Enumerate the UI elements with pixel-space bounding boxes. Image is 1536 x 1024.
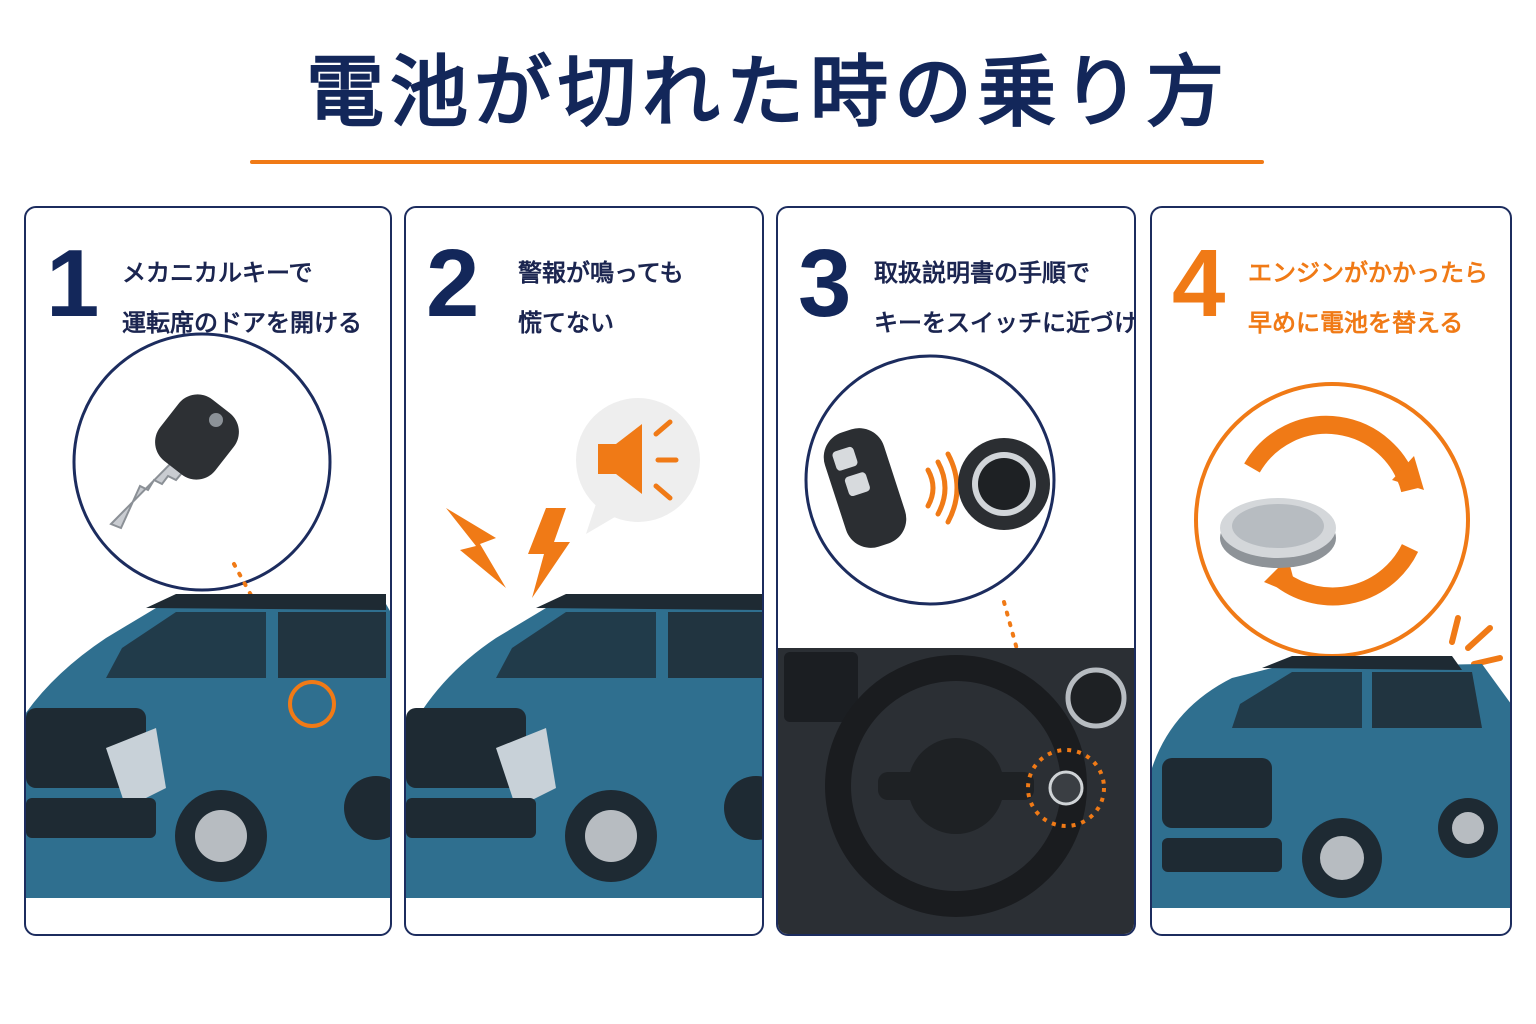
cycle-arrows-icon [1244, 415, 1424, 606]
step-line-1: メカニカルキーで [122, 259, 313, 287]
step-line-2: 早めに電池を替える [1248, 309, 1464, 337]
page-title: 電池が切れた時の乗り方 [305, 48, 1230, 138]
step-number: 4 [1172, 230, 1226, 337]
step-instruction: メカニカルキーで 運転席のドアを開ける [122, 248, 362, 348]
lightning-icon [528, 508, 570, 598]
step-instruction: エンジンがかかったら 早めに電池を替える [1248, 248, 1488, 348]
step-4-illustration [1152, 382, 1510, 908]
step-line-1: 警報が鳴っても [518, 259, 684, 287]
coin-battery-icon [1220, 498, 1336, 568]
step-line-1: エンジンがかかったら [1248, 259, 1488, 287]
car-illustration [1152, 656, 1510, 908]
start-button-icon [958, 438, 1050, 530]
step-panel-2: 2 警報が鳴っても 慌てない [404, 206, 764, 936]
step-panel-4: 4 エンジンがかかったら 早めに電池を替える [1150, 206, 1512, 936]
step-line-2: キーをスイッチに近づける [874, 309, 1136, 337]
step-line-2: 慌てない [518, 309, 614, 337]
mechanical-key-icon [109, 394, 239, 530]
step-instruction: 警報が鳴っても 慌てない [518, 248, 684, 348]
car-illustration [406, 594, 762, 898]
step-2-illustration [406, 398, 762, 898]
step-panel-3: 3 取扱説明書の手順で キーをスイッチに近づける [776, 206, 1136, 936]
step-number: 2 [426, 230, 480, 337]
step-number: 1 [46, 230, 100, 337]
step-panel-1: 1 メカニカルキーで 運転席のドアを開ける [24, 206, 392, 936]
speaker-alarm-icon [576, 398, 700, 534]
step-line-1: 取扱説明書の手順で [874, 259, 1090, 287]
door-handle-highlight [288, 680, 336, 728]
step-line-2: 運転席のドアを開ける [122, 309, 362, 337]
step-number: 3 [798, 230, 852, 337]
start-button-highlight [1026, 748, 1106, 828]
lightning-icon [446, 508, 506, 588]
step-instruction: 取扱説明書の手順で キーをスイッチに近づける [874, 248, 1136, 348]
step-1-illustration [26, 332, 390, 898]
smart-key-fob-icon [823, 428, 907, 548]
title-underline [250, 160, 1264, 164]
car-illustration [26, 594, 390, 898]
step-3-illustration [778, 354, 1134, 934]
